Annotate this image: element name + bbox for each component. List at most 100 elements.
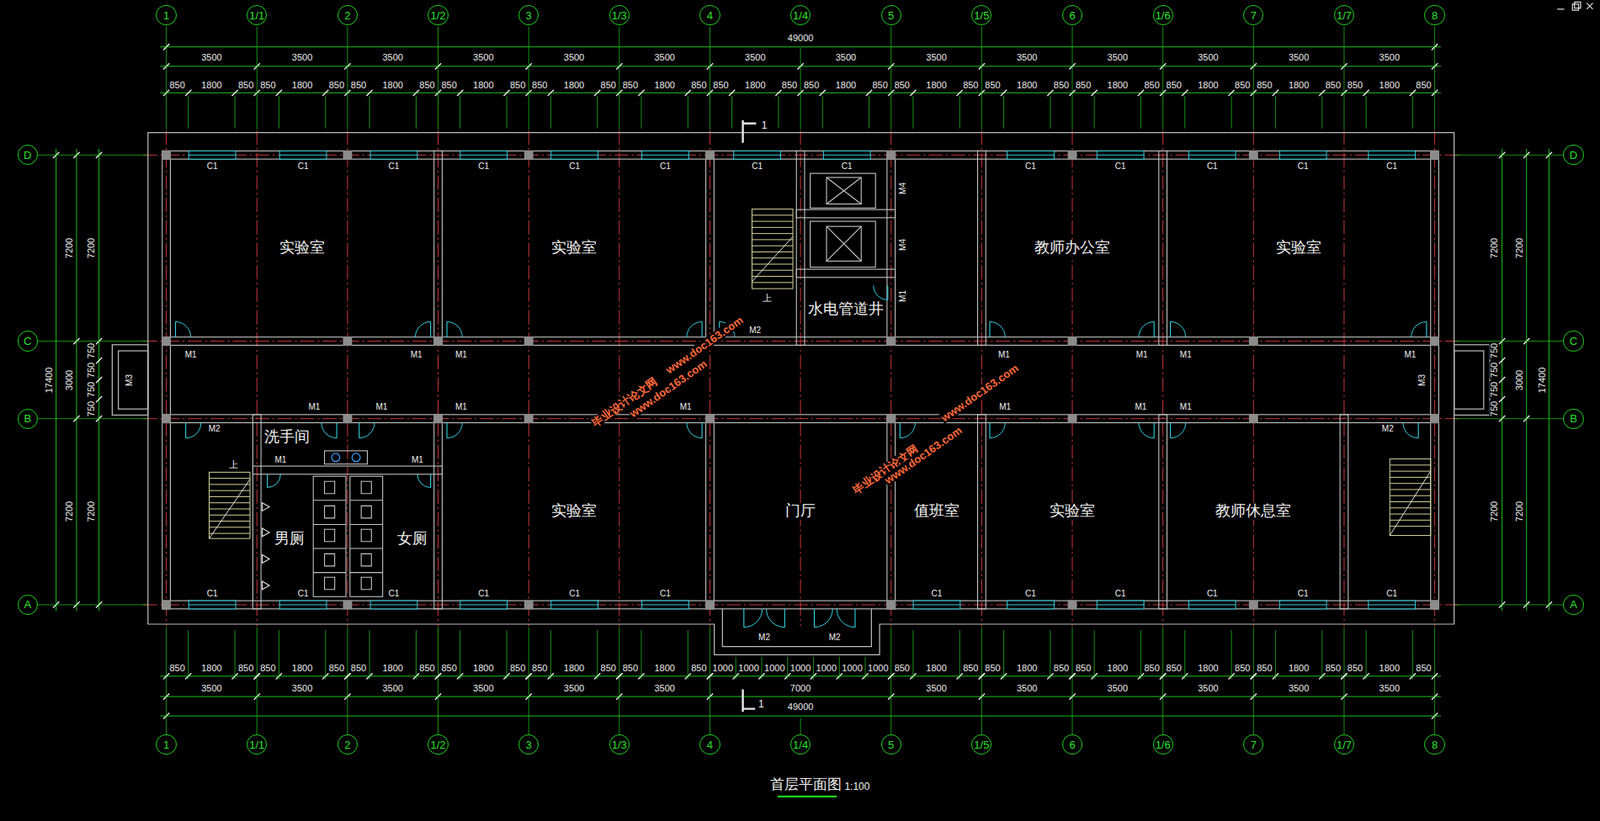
extension-line (369, 630, 371, 680)
wall (162, 414, 1440, 424)
stair-treads (209, 478, 250, 534)
wall (1430, 150, 1440, 609)
extension-line (709, 26, 711, 130)
room: 实验室 (438, 154, 711, 341)
door-leaf (1418, 423, 1420, 439)
column (161, 336, 171, 346)
elevator-car (826, 226, 862, 261)
extension-line (1321, 630, 1323, 680)
window-glass (1007, 604, 1055, 606)
column (1249, 336, 1259, 346)
window (188, 600, 236, 610)
door-tag: M4 (898, 238, 908, 252)
dimension-text: 3500 (1106, 684, 1129, 694)
window (370, 150, 418, 160)
wall (978, 150, 987, 346)
entrance-porch (1454, 345, 1490, 416)
dimension-tick (1409, 90, 1416, 96)
room-name: 门厅 (783, 503, 818, 521)
dimension-text: 3500 (200, 52, 223, 62)
axis-line (143, 154, 1460, 156)
extension-line (437, 26, 439, 130)
elevator-car (826, 177, 862, 205)
window (188, 150, 236, 160)
grid-bubble: 5 (881, 5, 902, 26)
door-swing (989, 322, 1005, 338)
extension-line (528, 627, 530, 735)
dimension-text: 850 (328, 79, 346, 90)
door-leaf (701, 322, 703, 338)
window-tag: C1 (206, 162, 219, 171)
extension-line (165, 26, 167, 130)
dimension-text: 1000 (712, 664, 734, 674)
axis-number: 5 (887, 739, 894, 751)
axis-line (1072, 130, 1074, 627)
window (551, 150, 599, 160)
door-tag: M1 (409, 350, 424, 360)
axis-line (143, 604, 1460, 606)
dimension-tick (503, 90, 510, 96)
column (1429, 414, 1440, 424)
door-tag: M4 (898, 181, 908, 196)
dimension-tick (344, 673, 351, 680)
grid-bubble: 1/2 (427, 5, 448, 26)
grid-bubble: 1/1 (246, 5, 267, 26)
dimension-tick (254, 673, 261, 680)
dimension-line (1548, 148, 1550, 612)
door-swing (1403, 423, 1419, 439)
dimension-text: 3500 (291, 52, 314, 62)
axis-number: 1/6 (1155, 10, 1171, 22)
stair-direction: 上 (228, 459, 240, 469)
grid-bubble: 1/3 (609, 734, 630, 755)
dimension-line (159, 716, 1441, 718)
dimension-text: 850 (168, 664, 186, 674)
window-tag: C1 (930, 590, 944, 599)
extension-line (890, 26, 892, 130)
axis-number: 2 (344, 739, 351, 751)
dimension-text: 3500 (1378, 684, 1401, 694)
column (1249, 414, 1259, 424)
window-tag: C1 (477, 162, 490, 171)
dimension-text: 3500 (1196, 684, 1219, 694)
door-swing (744, 609, 763, 628)
extension-line (1231, 630, 1233, 680)
room-name: 水电管道井 (806, 301, 886, 319)
dimension-text: 850 (893, 79, 911, 90)
window-glass (1096, 604, 1144, 606)
dimension-tick (978, 673, 985, 680)
door-leaf (446, 423, 447, 439)
dimension-text: 7200 (1514, 500, 1525, 523)
axis-line (437, 130, 439, 627)
elevator-symbol (810, 173, 877, 268)
dimension-text: 49000 (786, 32, 815, 43)
axis-line (165, 130, 167, 627)
stair-break (752, 236, 793, 282)
extension-line (1049, 630, 1051, 680)
extension-line (596, 630, 598, 680)
grid-bubble: 5 (881, 734, 902, 755)
extension-line (459, 95, 461, 129)
dimension-tick (1499, 377, 1505, 383)
dimension-line (159, 46, 1441, 48)
door-tag: M2 (1381, 425, 1395, 434)
column (1429, 600, 1440, 611)
grid-bubble: 7 (1243, 5, 1264, 26)
grid-bubble: 6 (1062, 734, 1083, 755)
column (161, 150, 171, 160)
window-glass (1007, 154, 1055, 156)
door-leaf (336, 423, 338, 439)
dimension-text: 7200 (64, 500, 75, 523)
elevator-shaft (810, 221, 877, 268)
grid-bubble: C (17, 330, 38, 351)
column (342, 414, 352, 424)
extension-line (640, 630, 642, 680)
dimension-text: 850 (1165, 664, 1183, 674)
window-glass (551, 604, 599, 606)
dimension-text: 850 (781, 79, 798, 90)
extension-line (618, 627, 620, 735)
extension-line (687, 630, 689, 680)
extension-line (1184, 95, 1186, 129)
axis-line (981, 130, 983, 627)
